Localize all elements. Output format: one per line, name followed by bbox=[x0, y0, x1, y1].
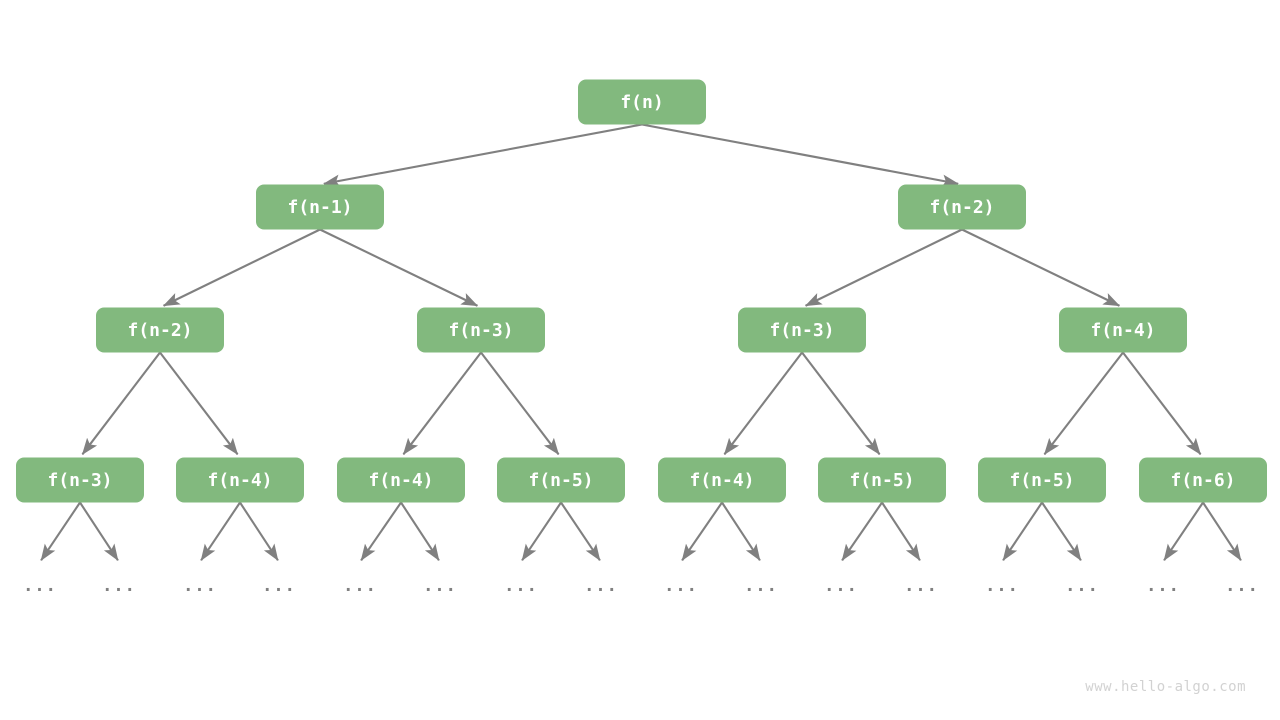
tree-edge-leaf bbox=[360, 501, 402, 562]
ellipsis-marker: ... bbox=[904, 576, 938, 596]
ellipsis-marker: ... bbox=[1065, 576, 1099, 596]
tree-node-label: f(n-2) bbox=[929, 197, 994, 218]
tree-node[interactable]: f(n-4) bbox=[337, 457, 465, 503]
ellipsis-layer: ........................................… bbox=[23, 576, 1259, 596]
tree-node-box bbox=[1139, 457, 1267, 503]
tree-edge-leaf bbox=[1002, 501, 1043, 562]
tree-node-label: f(n-4) bbox=[207, 470, 272, 491]
watermark: www.hello-algo.com bbox=[1085, 679, 1246, 695]
ellipsis-marker: ... bbox=[262, 576, 296, 596]
tree-node[interactable]: f(n-3) bbox=[16, 457, 144, 503]
tree-node-box bbox=[1059, 307, 1187, 353]
tree-node[interactable]: f(n-4) bbox=[1059, 307, 1187, 353]
tree-edge-leaf bbox=[40, 501, 81, 562]
ellipsis-marker: ... bbox=[1146, 576, 1180, 596]
tree-edge-leaf bbox=[681, 501, 723, 562]
tree-node[interactable]: f(n-4) bbox=[176, 457, 304, 503]
tree-node-box bbox=[818, 457, 946, 503]
tree-edge bbox=[723, 351, 803, 455]
edges-layer bbox=[81, 123, 1202, 455]
tree-edge bbox=[961, 228, 1121, 307]
ellipsis-marker: ... bbox=[183, 576, 217, 596]
tree-node[interactable]: f(n-5) bbox=[818, 457, 946, 503]
tree-node[interactable]: f(n-2) bbox=[898, 184, 1026, 230]
ellipsis-marker: ... bbox=[102, 576, 136, 596]
tree-node-label: f(n-4) bbox=[1090, 320, 1155, 341]
leaf-edges-layer bbox=[40, 501, 1242, 562]
tree-edge bbox=[159, 351, 239, 455]
tree-node[interactable]: f(n-4) bbox=[658, 457, 786, 503]
tree-node[interactable]: f(n-2) bbox=[96, 307, 224, 353]
tree-edge-leaf bbox=[400, 501, 440, 562]
tree-edge-leaf bbox=[1202, 501, 1242, 562]
tree-node-box bbox=[898, 184, 1026, 230]
tree-edge-leaf bbox=[239, 501, 279, 562]
nodes-layer: f(n) f(n-1) f(n-2) f(n-2) f(n-3) f(n-3) f(n-4)… bbox=[16, 79, 1267, 503]
tree-node-box bbox=[658, 457, 786, 503]
tree-node-label: f(n) bbox=[620, 92, 663, 113]
ellipsis-marker: ... bbox=[423, 576, 457, 596]
tree-edge-leaf bbox=[721, 501, 761, 562]
tree-node[interactable]: f(n-3) bbox=[417, 307, 545, 353]
ellipsis-marker: ... bbox=[1225, 576, 1259, 596]
tree-node-box bbox=[176, 457, 304, 503]
tree-node-label: f(n-2) bbox=[127, 320, 192, 341]
tree-edge-leaf bbox=[521, 501, 562, 562]
tree-node-label: f(n-5) bbox=[1009, 470, 1074, 491]
tree-node[interactable]: f(n-5) bbox=[978, 457, 1106, 503]
tree-node-box bbox=[96, 307, 224, 353]
tree-edge bbox=[402, 351, 482, 455]
tree-edge bbox=[804, 228, 963, 307]
tree-node[interactable]: f(n) bbox=[578, 79, 706, 125]
tree-node-box bbox=[337, 457, 465, 503]
tree-edge bbox=[319, 228, 479, 307]
tree-edge bbox=[1122, 351, 1202, 455]
tree-edge bbox=[641, 123, 959, 188]
tree-edge bbox=[480, 351, 560, 455]
tree-edge bbox=[1043, 351, 1124, 455]
tree-node-label: f(n-1) bbox=[287, 197, 352, 218]
tree-node-box bbox=[578, 79, 706, 125]
tree-node-label: f(n-4) bbox=[689, 470, 754, 491]
ellipsis-marker: ... bbox=[23, 576, 57, 596]
ellipsis-marker: ... bbox=[343, 576, 377, 596]
ellipsis-marker: ... bbox=[584, 576, 618, 596]
tree-node-label: f(n-5) bbox=[849, 470, 914, 491]
tree-edge-leaf bbox=[841, 501, 883, 562]
tree-node-box bbox=[256, 184, 384, 230]
ellipsis-marker: ... bbox=[744, 576, 778, 596]
tree-node-box bbox=[738, 307, 866, 353]
ellipsis-marker: ... bbox=[985, 576, 1019, 596]
tree-edge-leaf bbox=[1163, 501, 1204, 562]
tree-edge-leaf bbox=[881, 501, 921, 562]
tree-node[interactable]: f(n-6) bbox=[1139, 457, 1267, 503]
ellipsis-marker: ... bbox=[824, 576, 858, 596]
tree-edge bbox=[323, 123, 643, 188]
tree-node-label: f(n-3) bbox=[769, 320, 834, 341]
tree-node-box bbox=[497, 457, 625, 503]
tree-edge bbox=[81, 351, 161, 455]
tree-edge bbox=[162, 228, 321, 307]
tree-node-box bbox=[978, 457, 1106, 503]
tree-node-label: f(n-3) bbox=[448, 320, 513, 341]
ellipsis-marker: ... bbox=[664, 576, 698, 596]
tree-edge-leaf bbox=[200, 501, 241, 562]
tree-edge bbox=[801, 351, 881, 455]
tree-node-box bbox=[16, 457, 144, 503]
tree-node[interactable]: f(n-3) bbox=[738, 307, 866, 353]
tree-node[interactable]: f(n-5) bbox=[497, 457, 625, 503]
tree-node-label: f(n-6) bbox=[1170, 470, 1235, 491]
tree-edge-leaf bbox=[79, 501, 119, 562]
tree-node[interactable]: f(n-1) bbox=[256, 184, 384, 230]
tree-node-label: f(n-5) bbox=[528, 470, 593, 491]
tree-node-label: f(n-4) bbox=[368, 470, 433, 491]
tree-node-label: f(n-3) bbox=[47, 470, 112, 491]
tree-edge-leaf bbox=[1041, 501, 1082, 562]
tree-node-box bbox=[417, 307, 545, 353]
ellipsis-marker: ... bbox=[504, 576, 538, 596]
tree-edge-leaf bbox=[560, 501, 601, 562]
